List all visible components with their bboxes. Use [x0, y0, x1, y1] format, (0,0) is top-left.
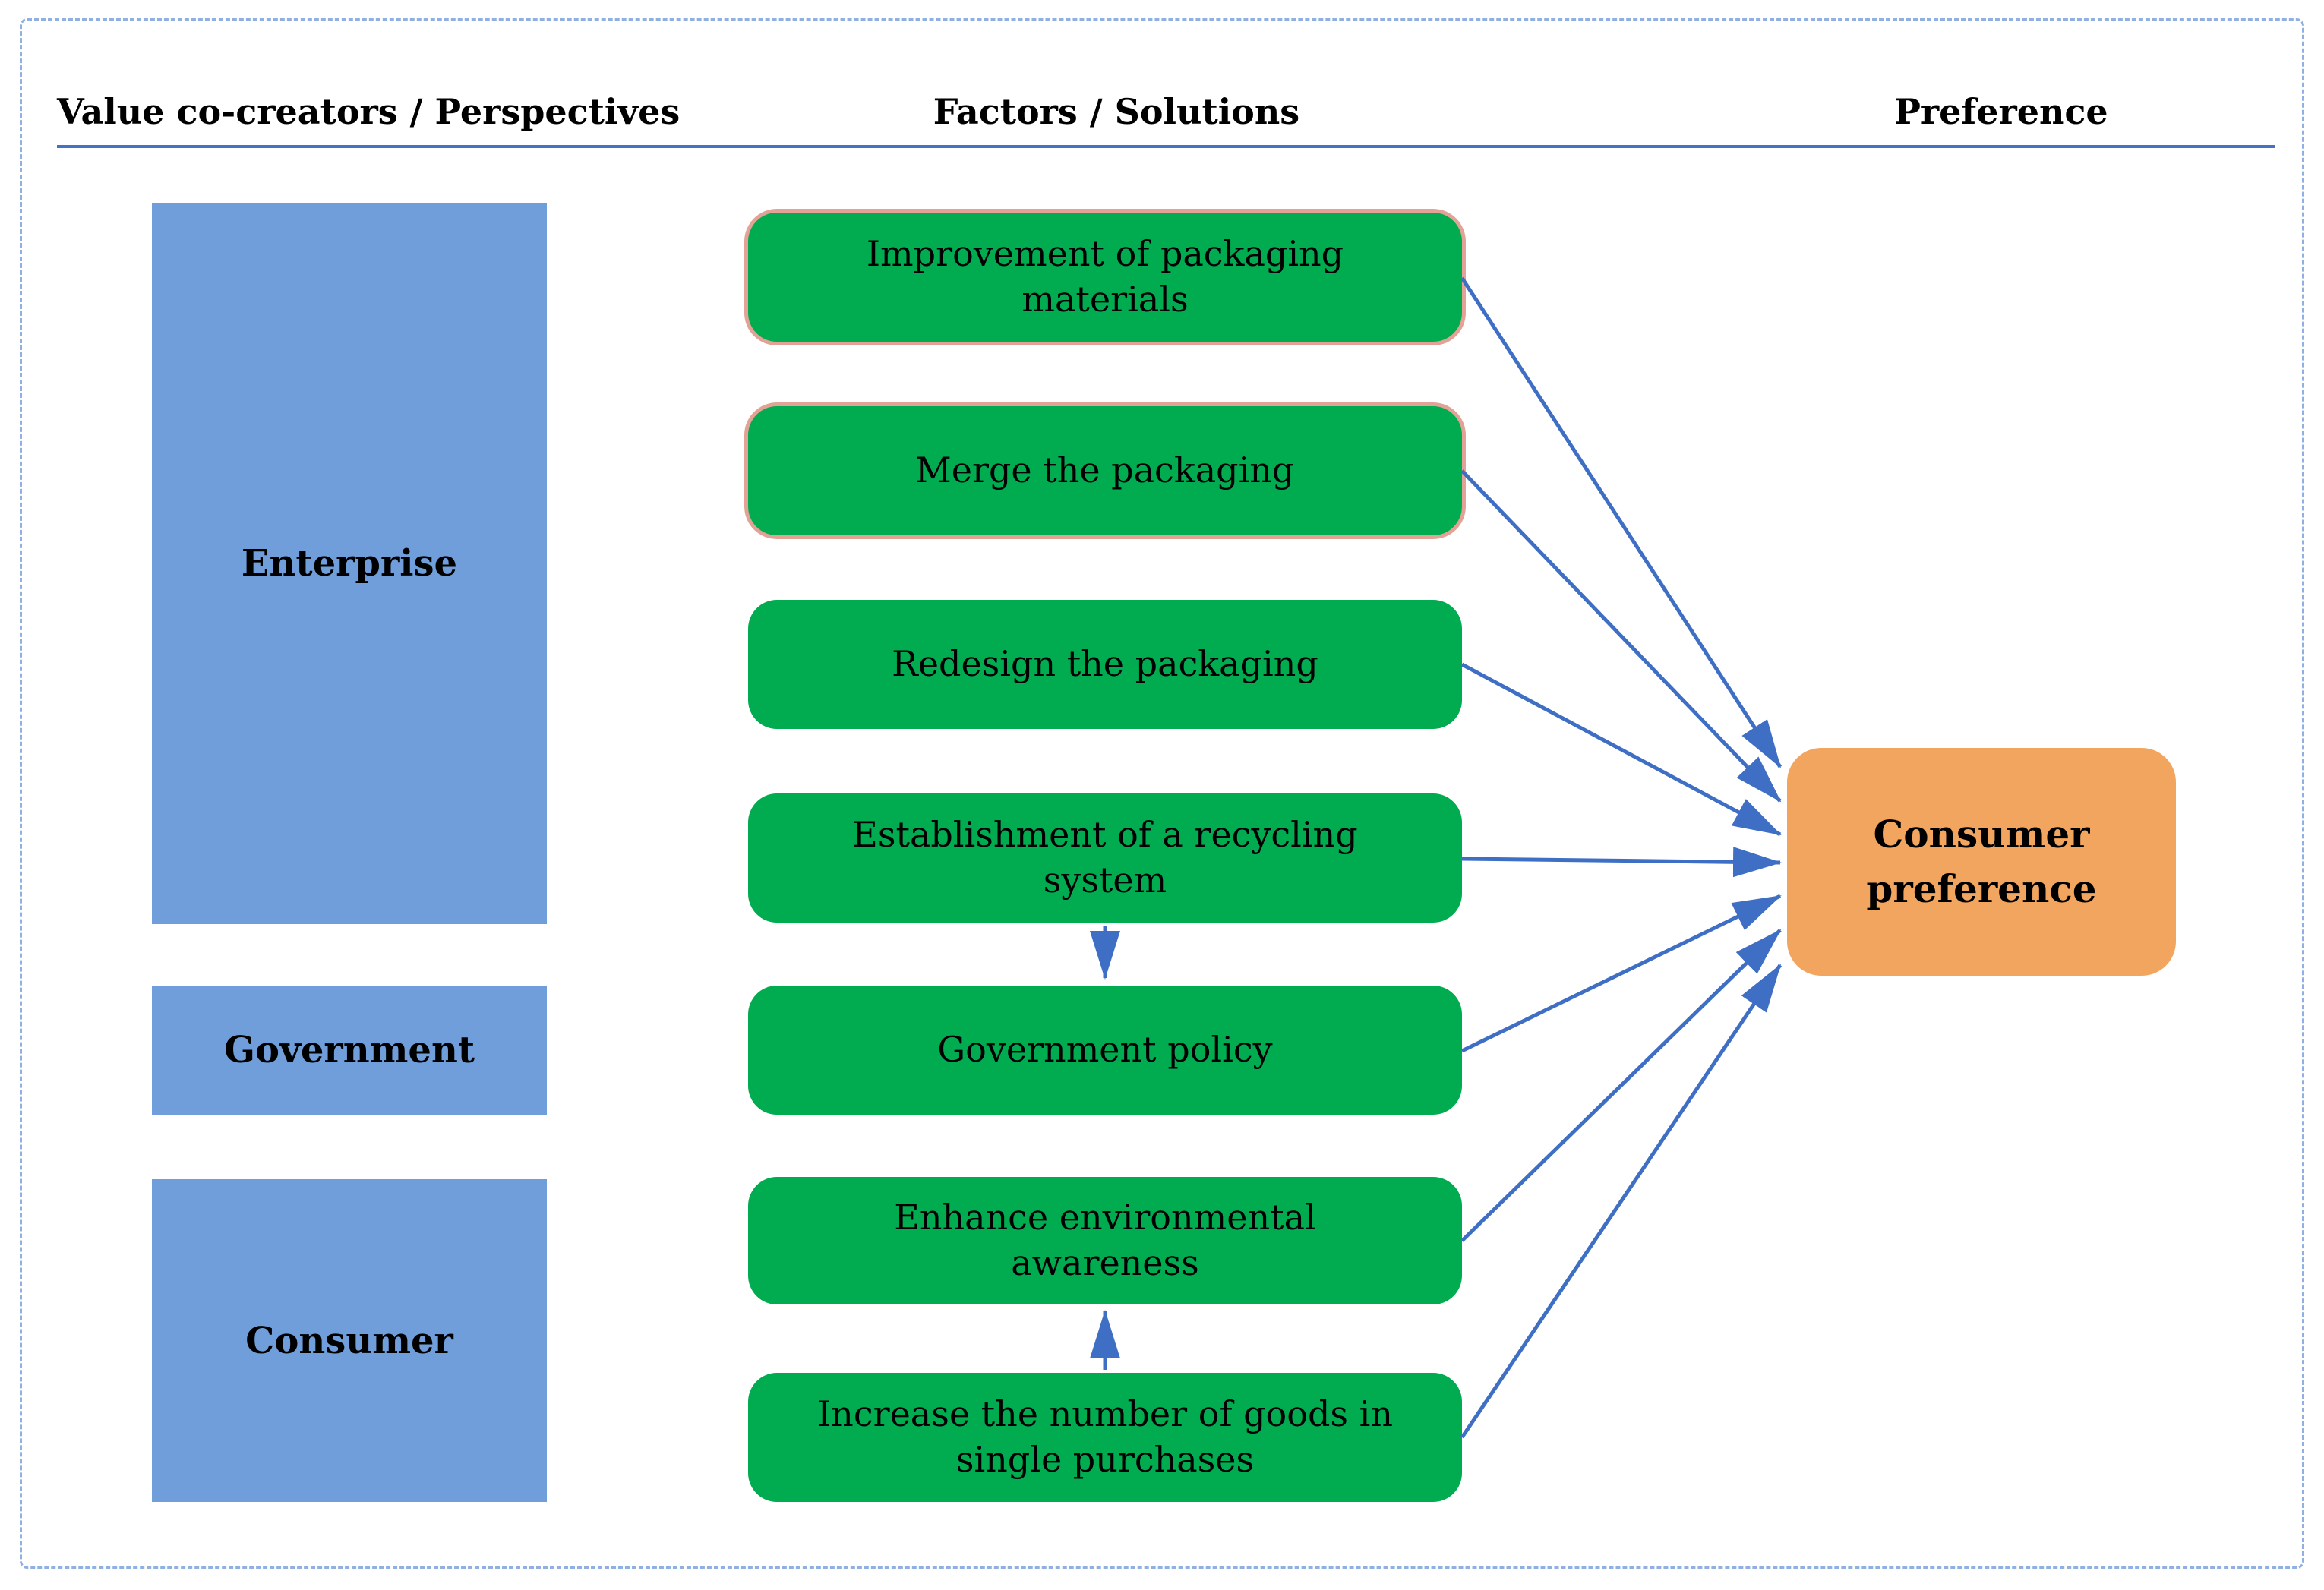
- factor-box-redesign-the-packaging: Redesign the packaging: [748, 600, 1462, 729]
- factor-box-merge-the-packaging: Merge the packaging: [748, 406, 1462, 535]
- page-dashed-border: [20, 18, 2304, 1569]
- column-header-factors: Factors / Solutions: [933, 91, 1300, 132]
- column-header-perspectives: Value co-creators / Perspectives: [57, 91, 680, 132]
- factor-box-establishment-of-recycling-system: Establishment of a recycling system: [748, 793, 1462, 923]
- perspective-box-consumer: Consumer: [152, 1179, 547, 1502]
- factor-box-government-policy: Government policy: [748, 986, 1462, 1115]
- column-header-preference: Preference: [1894, 91, 2108, 132]
- factor-box-increase-goods-single-purchases: Increase the number of goods in single p…: [748, 1373, 1462, 1502]
- perspective-box-enterprise: Enterprise: [152, 203, 547, 924]
- header-underline-rule: [57, 145, 2275, 148]
- factor-box-enhance-environmental-awareness: Enhance environmental awareness: [748, 1177, 1462, 1304]
- preference-box-consumer-preference: Consumer preference: [1787, 748, 2176, 976]
- factor-box-improvement-of-packaging-materials: Improvement of packaging materials: [748, 213, 1462, 342]
- perspective-box-government: Government: [152, 986, 547, 1115]
